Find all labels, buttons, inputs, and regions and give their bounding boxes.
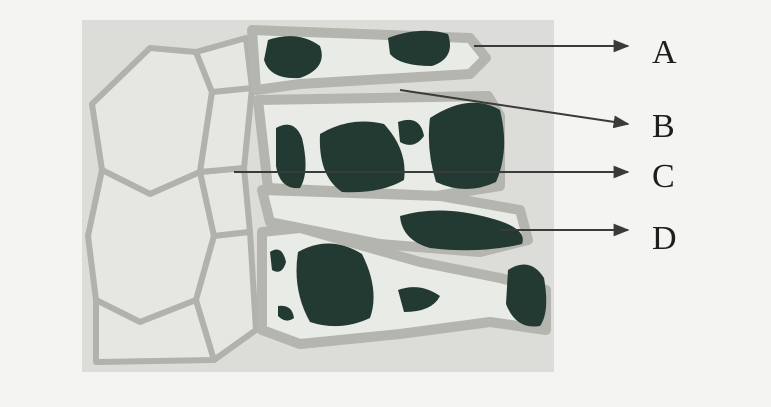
honeycomb-tissue: [88, 38, 256, 362]
label-a: A: [652, 36, 677, 70]
label-b: B: [652, 110, 675, 144]
label-c: C: [652, 160, 675, 194]
label-d: D: [652, 222, 677, 256]
